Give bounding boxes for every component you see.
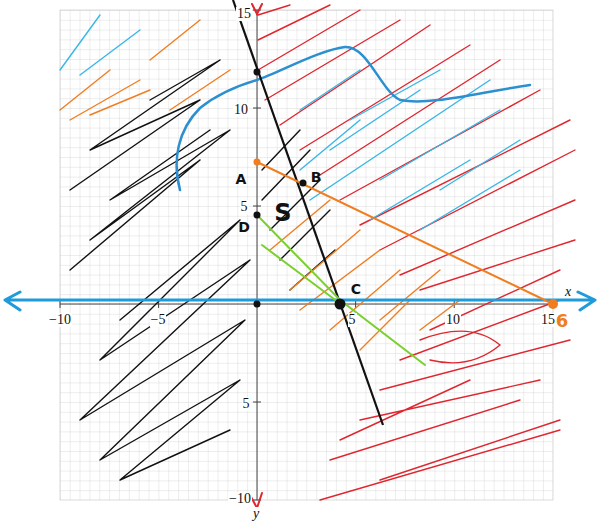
point-label: 6 <box>555 312 570 330</box>
green-boundary-line <box>257 215 425 365</box>
origin-dot <box>254 301 261 308</box>
point-label: B <box>310 170 323 184</box>
point-label: A <box>235 172 248 186</box>
grid <box>60 10 553 500</box>
tick-label: 5 <box>242 397 251 411</box>
tick-label: −10 <box>228 492 252 506</box>
drawn-x-axis <box>5 292 595 310</box>
tick-label: 15 <box>540 313 556 327</box>
red-hatching <box>258 5 575 500</box>
point-label: D <box>237 220 251 234</box>
axis-ticks <box>60 10 553 500</box>
point-dot <box>335 299 346 310</box>
tick-label: −5 <box>150 313 167 327</box>
intercept-dot <box>548 299 558 309</box>
axis-label: x <box>564 285 572 299</box>
orange-boundary-line <box>257 162 553 304</box>
blue-hatching <box>60 15 520 230</box>
tick-label: 10 <box>233 103 249 117</box>
region-label: S <box>273 201 292 225</box>
y-axis <box>257 10 258 500</box>
tick-label: 5 <box>348 313 357 327</box>
point-dot <box>300 180 307 187</box>
tick-label: 5 <box>240 200 249 214</box>
intercept-dot <box>254 69 261 76</box>
blue-curve <box>177 47 530 190</box>
tick-label: −10 <box>48 313 72 327</box>
point-dot <box>254 212 261 219</box>
tick-label: 15 <box>236 7 252 21</box>
axis-label: y <box>252 507 260 521</box>
tick-label: 10 <box>445 313 461 327</box>
point-dot <box>254 159 261 166</box>
point-label: C <box>350 282 362 296</box>
